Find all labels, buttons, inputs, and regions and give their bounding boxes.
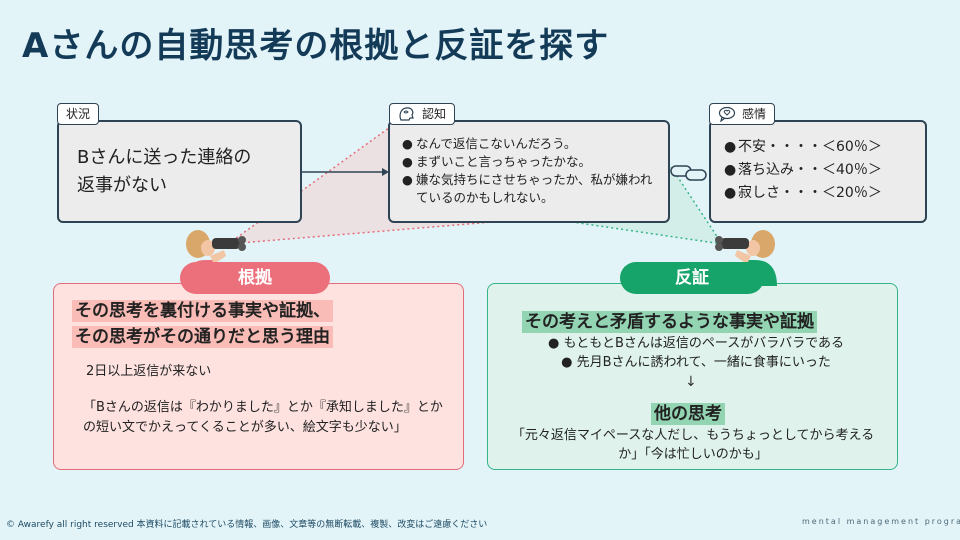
situation-tag-label: 状況	[66, 107, 91, 121]
copyright-notice: © Awarefy all right reserved 本資料に記載されている…	[6, 520, 488, 530]
situation-text: Bさんに送った連絡の 返事がない	[77, 144, 287, 200]
footer-brand: mental management program	[802, 517, 960, 526]
thinking-head-icon	[399, 107, 414, 121]
emotion-tag-label: 感情	[742, 107, 767, 121]
cognition-item: ●まずいこと言っちゃったかな。	[402, 154, 592, 169]
situation-line: 返事がない	[77, 175, 167, 196]
evidence-label-pill: 根拠	[180, 262, 330, 294]
counter-evidence-item: ● もともとBさんは返信のペースがバラバラである	[548, 336, 844, 351]
evidence-sight-line	[227, 119, 401, 245]
emotion-tag: 感情	[709, 103, 776, 125]
counter-evidence-heading: その考えと矛盾するような事実や証拠	[522, 307, 817, 333]
down-arrow-icon: ↓	[685, 374, 697, 390]
alternative-thought-heading-text: 他の思考	[651, 403, 725, 425]
evidence-heading-line: その思考を裏付ける事実や証拠、	[72, 300, 333, 322]
situation-line: Bさんに送った連絡の	[77, 147, 252, 168]
counter-heading-text: その考えと矛盾するような事実や証拠	[522, 311, 817, 333]
evidence-heading-line: その思考がその通りだと思う理由	[72, 326, 333, 348]
situation-box	[57, 120, 302, 223]
page-title: Aさんの自動思考の根拠と反証を探す	[22, 26, 610, 66]
emotion-list: ●不安・・・・＜60％＞ ●落ち込み・・＜40％＞ ●寂しさ・・・＜20％＞	[724, 136, 924, 205]
cognition-item: ●嫌な気持ちにさせちゃったか、私が嫌われているのかもしれない。	[402, 172, 653, 205]
evidence-item: 「Bさんの返信は『わかりました』とか『承知しました』とかの短い文でかえってくるこ…	[83, 400, 443, 435]
evidence-item: 2日以上返信が来ない	[86, 364, 212, 379]
cognition-tag-label: 認知	[422, 107, 447, 121]
cognition-tag: 認知	[389, 103, 456, 125]
counter-evidence-label-pill: 反証	[620, 262, 764, 294]
evidence-heading: その思考を裏付ける事実や証拠、 その思考がその通りだと思う理由	[72, 298, 452, 350]
cognition-item: ●なんで返信こないんだろう。	[402, 136, 577, 151]
emotion-item: ●寂しさ・・・＜20％＞	[724, 185, 882, 201]
counter-evidence-list: ● もともとBさんは返信のペースがバラバラである ● 先月Bさんに誘われて、一緒…	[506, 334, 886, 372]
alternative-thought-text: 「元々返信マイペースな人だし、もうちょっとしてから考えるか」「今は忙しいのかも」	[511, 428, 875, 462]
emotion-item: ●落ち込み・・＜40％＞	[724, 162, 882, 178]
cognition-list: ●なんで返信こないんだろう。 ●まずいこと言っちゃったかな。 ●嫌な気持ちにさせ…	[402, 135, 664, 207]
counter-evidence-item: ● 先月Bさんに誘われて、一緒に食事にいった	[561, 355, 831, 370]
emotion-box	[709, 120, 927, 223]
emotion-item: ●不安・・・・＜60％＞	[724, 139, 882, 155]
cognition-box	[388, 120, 670, 223]
chain-link-icon	[670, 165, 707, 181]
alternative-thought-heading: 他の思考	[651, 399, 725, 425]
situation-tag: 状況	[57, 103, 100, 125]
heart-speech-icon	[718, 106, 736, 122]
